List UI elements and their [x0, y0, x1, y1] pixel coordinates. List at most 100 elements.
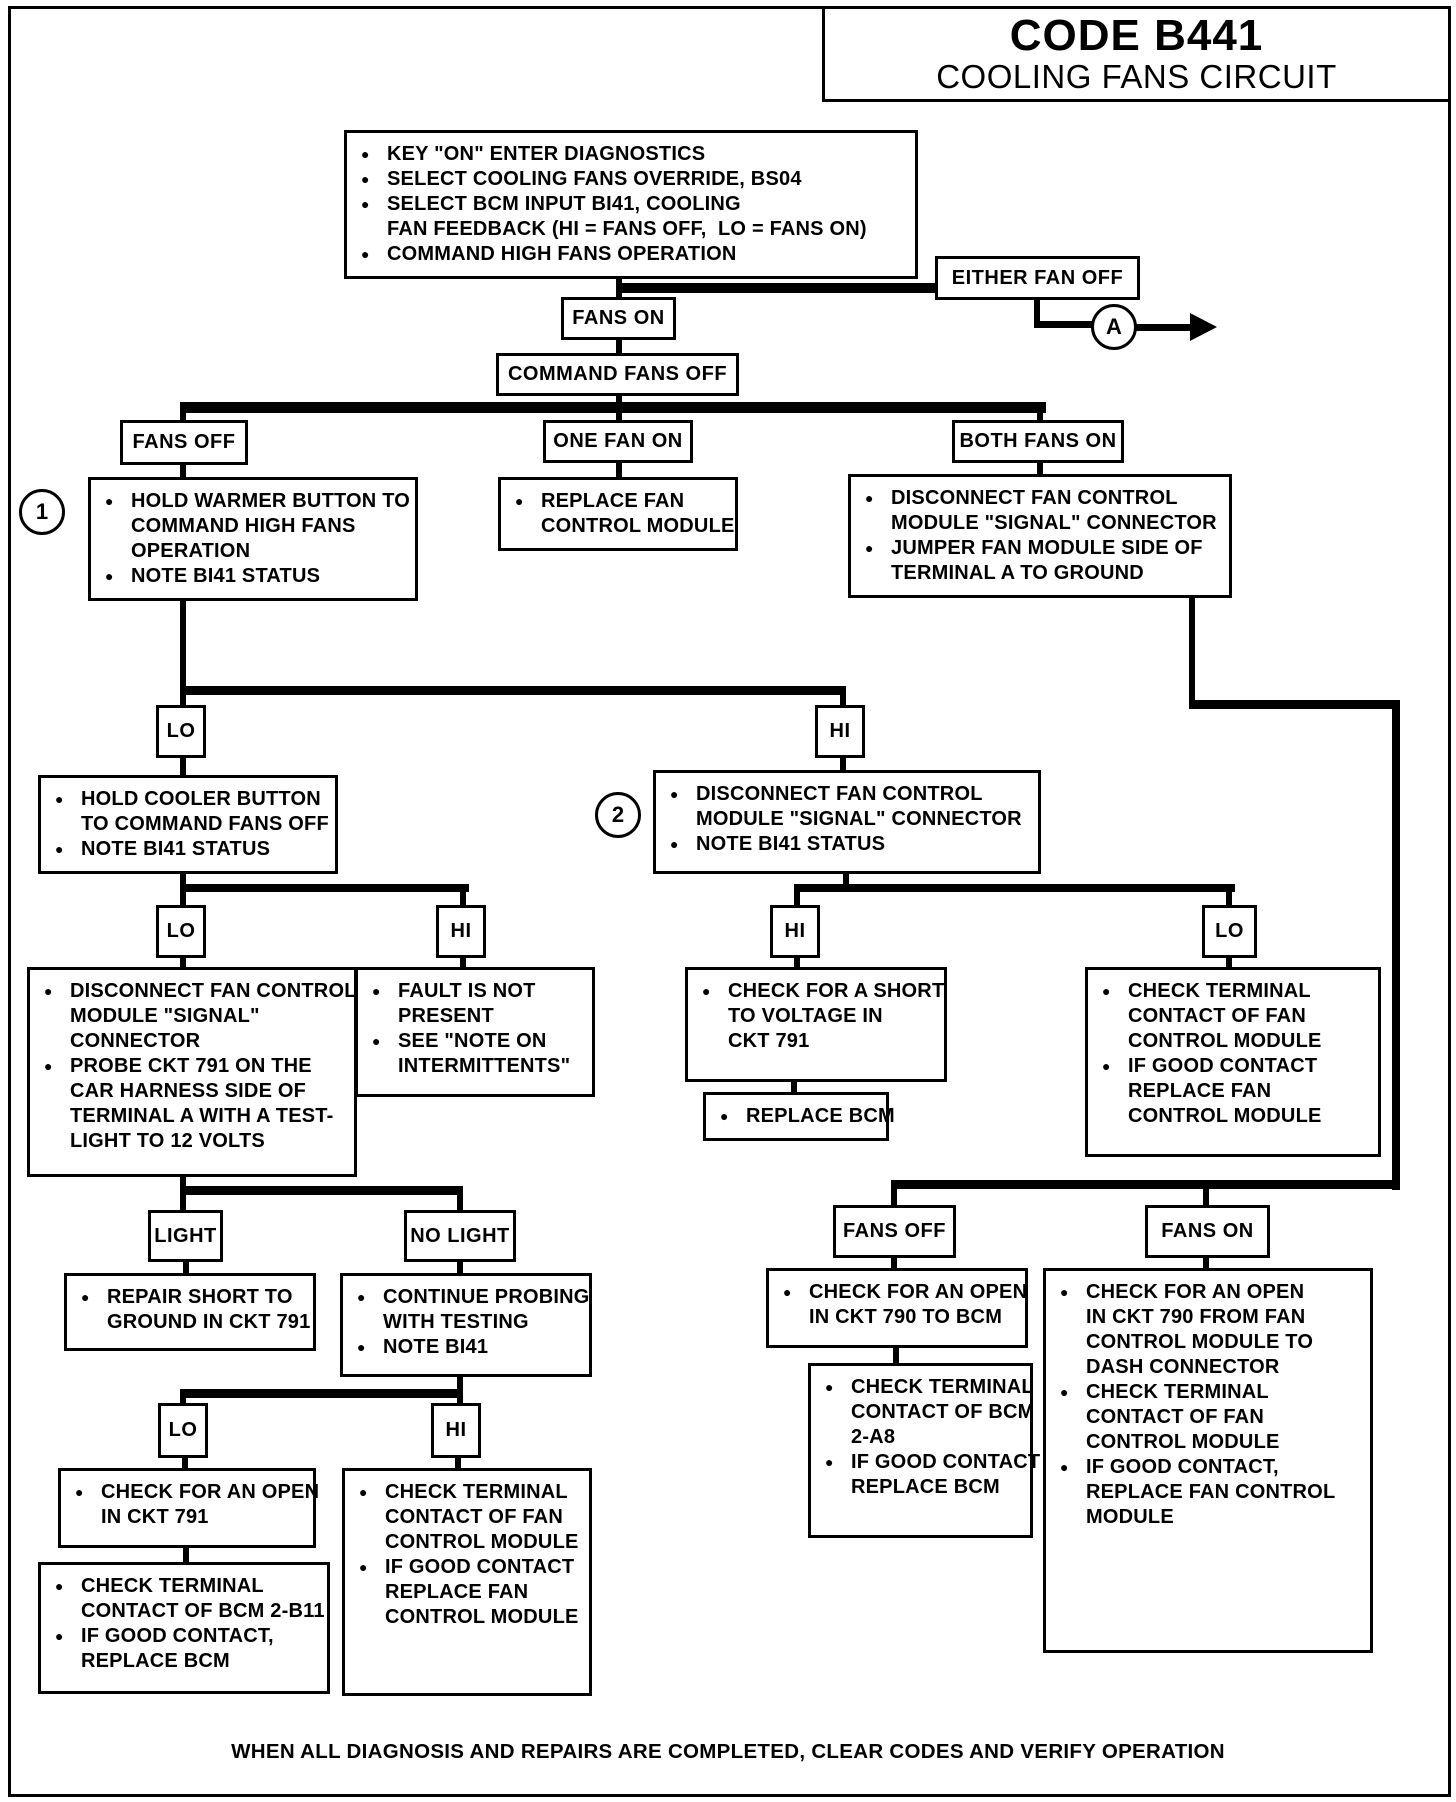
step-check-open-790-dash: CHECK FOR AN OPEN IN CKT 790 FROM FAN CO…: [1043, 1268, 1373, 1653]
decision-label: HI: [829, 720, 851, 742]
step-line: CONTINUE PROBING WITH TESTING: [355, 1285, 589, 1335]
decision-label: LO: [1215, 920, 1244, 942]
connector-line: [791, 1076, 797, 1096]
connector-line: [616, 460, 622, 481]
connector-line: [180, 593, 186, 709]
connector-line: [180, 1395, 186, 1407]
page-title: CODE B441: [1009, 10, 1264, 60]
connector-line: [455, 1454, 461, 1472]
step-line: DISCONNECT FAN CONTROL MODULE "SIGNAL" C…: [668, 782, 1032, 832]
connector-line: [794, 954, 800, 971]
callout-2-label: 2: [611, 802, 625, 827]
connector-line: [1392, 700, 1400, 1190]
connector-line: [457, 1192, 463, 1214]
decision-fans-off-2: FANS OFF: [833, 1205, 956, 1258]
connector-line: [460, 954, 466, 971]
decision-label: COMMAND FANS OFF: [507, 363, 728, 385]
decision-hi-4: HI: [431, 1403, 481, 1458]
step-line: NOTE BI41 STATUS: [103, 564, 409, 589]
connector-line: [183, 1258, 189, 1277]
step-line: CHECK FOR AN OPEN IN CKT 791: [73, 1480, 319, 1530]
connector-line: [616, 394, 622, 408]
connector-line: [616, 283, 938, 293]
decision-either-fan-off: EITHER FAN OFF: [935, 256, 1140, 300]
step-hold-warmer: HOLD WARMER BUTTON TO COMMAND HIGH FANS …: [88, 477, 418, 601]
connector-line: [1037, 409, 1043, 424]
decision-label: FANS OFF: [843, 1220, 946, 1242]
connector-line: [183, 1544, 189, 1566]
step-line: CHECK TERMINAL CONTACT OF BCM 2-A8: [823, 1375, 1034, 1450]
connector-line: [180, 409, 186, 424]
connector-line: [1034, 295, 1040, 327]
decision-hi-1: HI: [815, 705, 865, 758]
decision-label: LO: [168, 1419, 198, 1441]
connector-line: [891, 1254, 897, 1272]
step-line: CHECK FOR A SHORT TO VOLTAGE IN CKT 791: [700, 979, 944, 1054]
connector-line: [1226, 954, 1232, 971]
step-disconnect-note-status: DISCONNECT FAN CONTROL MODULE "SIGNAL" C…: [653, 770, 1041, 874]
connector-line: [794, 884, 1235, 892]
step-disconnect-and-jumper: DISCONNECT FAN CONTROL MODULE "SIGNAL" C…: [848, 474, 1232, 598]
step-line: COMMAND HIGH FANS OPERATION: [359, 242, 909, 267]
step-check-fan-module-contact: CHECK TERMINAL CONTACT OF FAN CONTROL MO…: [1085, 967, 1381, 1157]
title-block: CODE B441 COOLING FANS CIRCUIT: [822, 9, 1448, 102]
callout-1-marker: 1: [19, 489, 65, 535]
step-check-open-791: CHECK FOR AN OPEN IN CKT 791: [58, 1468, 319, 1548]
connector-line: [843, 860, 849, 890]
connector-line: [616, 409, 622, 424]
decision-label: NO LIGHT: [410, 1224, 510, 1247]
step-line: REPLACE FAN CONTROL MODULE: [513, 489, 734, 539]
step-check-fan-module-contact-2: CHECK TERMINAL CONTACT OF FAN CONTROL MO…: [342, 1468, 592, 1696]
step-hold-cooler: HOLD COOLER BUTTON TO COMMAND FANS OFF N…: [38, 775, 338, 874]
decision-label: HI: [784, 920, 806, 942]
step-line: JUMPER FAN MODULE SIDE OF TERMINAL A TO …: [863, 536, 1223, 586]
connector-line: [616, 337, 622, 357]
step-line: SEE "NOTE ON INTERMITTENTS": [370, 1029, 586, 1079]
step-line: CHECK FOR AN OPEN IN CKT 790 TO BCM: [781, 1280, 1027, 1330]
decision-label: FANS ON: [572, 307, 665, 329]
step-line: REPLACE BCM: [718, 1104, 895, 1129]
step-line: IF GOOD CONTACT, REPLACE FAN CONTROL MOD…: [1058, 1455, 1364, 1530]
decision-fans-on-2: FANS ON: [1145, 1205, 1270, 1258]
step-fault-not-present: FAULT IS NOT PRESENT SEE "NOTE ON INTERM…: [355, 967, 595, 1097]
step-line: CHECK TERMINAL CONTACT OF FAN CONTROL MO…: [357, 1480, 583, 1555]
step-line: HOLD COOLER BUTTON TO COMMAND FANS OFF: [53, 787, 329, 837]
connector-line: [893, 1344, 899, 1367]
step-line: KEY "ON" ENTER DIAGNOSTICS: [359, 142, 909, 167]
connector-line: [794, 888, 800, 909]
connector-line: [460, 888, 466, 909]
connector-line: [180, 756, 186, 779]
decision-lo-4: LO: [158, 1403, 208, 1458]
step-line: HOLD WARMER BUTTON TO COMMAND HIGH FANS …: [103, 489, 410, 564]
decision-no-light: NO LIGHT: [404, 1210, 516, 1262]
step-command-fans-off: COMMAND FANS OFF: [496, 353, 739, 396]
decision-light: LIGHT: [148, 1210, 223, 1262]
decision-label: HI: [445, 1419, 467, 1441]
connector-line: [1226, 888, 1232, 909]
step-line: DISCONNECT FAN CONTROL MODULE "SIGNAL" C…: [42, 979, 356, 1054]
connector-line: [1203, 1185, 1209, 1209]
step-continue-probing: CONTINUE PROBING WITH TESTING NOTE BI41: [340, 1273, 592, 1377]
step-line: CHECK TERMINAL CONTACT OF FAN CONTROL MO…: [1100, 979, 1372, 1054]
decision-lo-1: LO: [156, 705, 206, 758]
step-line: IF GOOD CONTACT REPLACE FAN CONTROL MODU…: [357, 1555, 583, 1630]
step-line: IF GOOD CONTACT REPLACE FAN CONTROL MODU…: [1100, 1054, 1372, 1129]
decision-label: FANS ON: [1161, 1220, 1254, 1242]
step-check-bcm-2a8: CHECK TERMINAL CONTACT OF BCM 2-A8 IF GO…: [808, 1363, 1040, 1538]
decision-label: LO: [166, 720, 196, 742]
decision-label: EITHER FAN OFF: [951, 266, 1124, 289]
step-line: DISCONNECT FAN CONTROL MODULE "SIGNAL" C…: [863, 486, 1223, 536]
connector-line: [180, 954, 186, 971]
step-line: CHECK TERMINAL CONTACT OF BCM 2-B11: [53, 1574, 324, 1624]
connector-line: [180, 686, 846, 695]
decision-one-fan-on-branch: ONE FAN ON: [543, 420, 693, 463]
offpage-connector-a-label: A: [1106, 314, 1122, 339]
footer-note: WHEN ALL DIAGNOSIS AND REPAIRS ARE COMPL…: [231, 1740, 1225, 1763]
connector-line: [1189, 700, 1400, 709]
step-line: CHECK TERMINAL CONTACT OF FAN CONTROL MO…: [1058, 1380, 1364, 1455]
connector-line: [1135, 324, 1197, 331]
offpage-connector-a: A: [1091, 304, 1137, 350]
step-line: SELECT BCM INPUT BI41, COOLING FAN FEEDB…: [359, 192, 909, 242]
step-start-diagnostics: KEY "ON" ENTER DIAGNOSTICS SELECT COOLIN…: [344, 130, 918, 279]
page-subtitle: COOLING FANS CIRCUIT: [936, 57, 1337, 95]
